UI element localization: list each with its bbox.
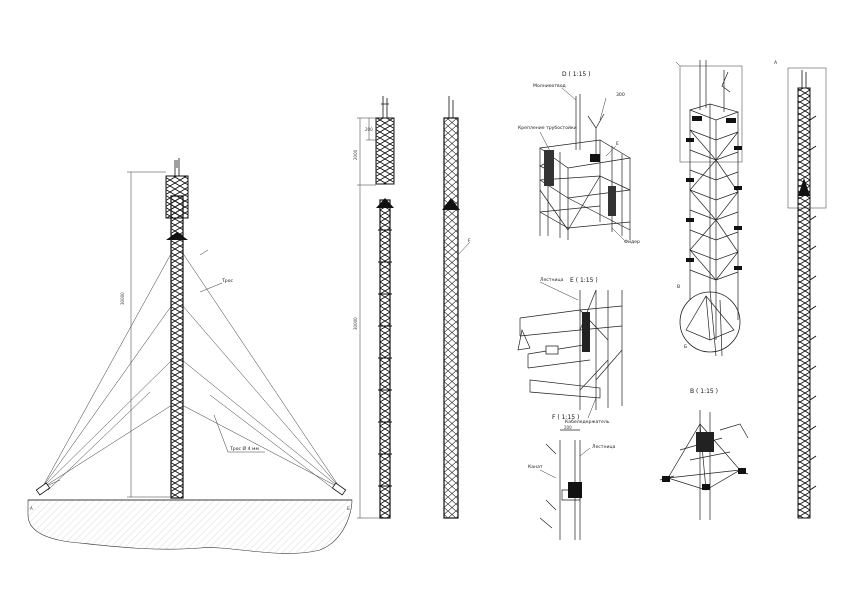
mark-a: A xyxy=(774,60,778,66)
height-dimension xyxy=(127,171,170,498)
lightning-rod-label: Молниеотвод xyxy=(533,83,566,89)
ladder-label-e: Лестница xyxy=(540,277,564,283)
guy-top-label: Трос xyxy=(221,278,234,284)
view-d-title: D ( 1:15 ) xyxy=(562,71,591,78)
view-f-dim: 200 xyxy=(564,425,572,430)
base-mark-right: Б xyxy=(347,506,350,511)
mast-side-cone xyxy=(442,198,460,210)
mast-far-right-cone xyxy=(798,178,810,196)
detail-view-e: E ( 1:15 ) Лестница Кабеледержатель xyxy=(517,277,623,425)
guy-lower-label: Трос Ø 4 мм xyxy=(229,445,259,452)
view-e-clamp xyxy=(545,345,559,355)
mast-3d-brackets xyxy=(686,116,742,270)
dim-total: 30000 xyxy=(353,317,358,330)
mast-top-rod xyxy=(174,158,180,176)
view-f-title: F ( 1:15 ) xyxy=(552,414,579,421)
view-d-structure xyxy=(539,94,632,240)
mast-side-view: F xyxy=(442,96,471,519)
mast-far-right-view: A xyxy=(774,60,827,519)
callout-guy-lower xyxy=(213,414,229,453)
anchor-left xyxy=(35,482,51,496)
mast-cone xyxy=(166,232,188,240)
mast-front-body xyxy=(379,199,391,519)
pipe-mount-label: Крепление трубостойки xyxy=(518,124,577,131)
mast-front-antenna xyxy=(375,117,395,185)
view-d-plate xyxy=(590,154,600,162)
mast-front-dimensions xyxy=(357,117,380,519)
mark-b: B xyxy=(677,284,680,290)
view-e-title: E ( 1:15 ) xyxy=(570,277,598,284)
mast-3d-view: B Б xyxy=(675,60,743,357)
view-b-structure xyxy=(659,410,749,520)
mast-front-cone xyxy=(376,198,394,208)
antenna-block xyxy=(165,175,189,219)
anchor-right xyxy=(331,482,347,496)
mast-front-brackets xyxy=(378,229,392,487)
view-b-title: B ( 1:15 ) xyxy=(690,388,718,395)
rope-label: Канат xyxy=(528,464,543,470)
dim-antenna: 2000 xyxy=(353,149,358,160)
mast-side-body xyxy=(443,117,459,519)
view-e-structure xyxy=(517,289,623,410)
ground-hatch xyxy=(27,499,353,554)
base-mark-left: А xyxy=(30,506,33,511)
svg-text:Б: Б xyxy=(684,344,687,350)
mast-side-rod xyxy=(448,96,454,118)
view-b-hub xyxy=(696,432,714,452)
callout-guy-top xyxy=(199,282,223,293)
view-d-post xyxy=(544,150,554,186)
view-d-post2 xyxy=(608,186,616,216)
detail-circle-b xyxy=(679,291,741,353)
view-frame-top xyxy=(679,65,743,163)
detail-view-f: F ( 1:15 ) 200 Лестница Канат xyxy=(528,414,616,540)
view-f-clamp xyxy=(568,482,582,498)
detail-view-b: B ( 1:15 ) xyxy=(659,388,749,520)
feeder-label: Фидер xyxy=(624,239,640,245)
ladder-label-f: Лестница xyxy=(592,444,616,450)
mast-far-right-body xyxy=(797,87,811,519)
mast-3d-structure xyxy=(688,60,740,357)
detail-view-d: D ( 1:15 ) Молниеотвод 300 Крепление тру… xyxy=(518,71,640,245)
cable-holder-label: Кабеледержатель xyxy=(565,419,610,425)
mast-elevation-view: А Б 30000 Трос Трос Ø 4 мм xyxy=(27,158,353,554)
mast-far-right-brackets xyxy=(809,115,817,491)
height-dim-text: 30000 xyxy=(120,292,125,305)
mast-front-rod xyxy=(381,96,389,118)
mark-e-label: E xyxy=(616,141,619,147)
mast-3d-base-cone xyxy=(685,295,735,341)
dim-300-label: 300 xyxy=(616,92,625,98)
mast-front-view: 200 2000 30000 xyxy=(353,96,395,519)
view-e-bracket xyxy=(582,312,590,352)
section-f-mark: F xyxy=(468,238,471,244)
mast-body xyxy=(170,195,184,499)
guy-wires xyxy=(41,249,341,491)
dim-200: 200 xyxy=(365,127,373,132)
